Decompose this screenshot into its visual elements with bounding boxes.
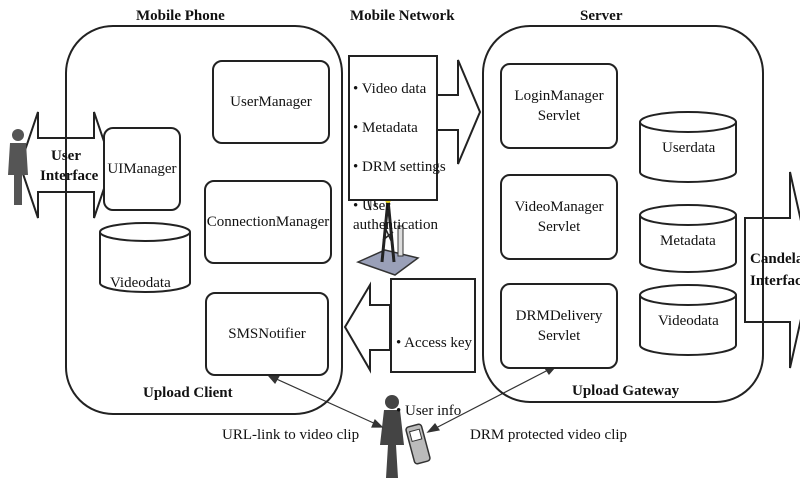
upload-items-list: • Video data • Metadata • DRM settings •… [353, 60, 446, 255]
mobile-network-header: Mobile Network [350, 8, 455, 24]
drm-delivery-label: DRMDelivery Servlet [515, 308, 603, 344]
user-manager-label: UserManager [230, 94, 312, 110]
candela-interface-label: Candela Interface [750, 251, 800, 289]
metadata-db-icon [639, 204, 737, 273]
server-header: Server [580, 8, 623, 24]
return-arrow-head [343, 281, 391, 374]
metadata-label: Metadata [660, 233, 716, 249]
user-manager-box: UserManager [212, 60, 330, 144]
mobile-phone-icon [405, 423, 431, 465]
user-person-icon [8, 129, 28, 205]
ui-manager-label: UIManager [107, 161, 177, 177]
ui-manager-box: UIManager [103, 127, 181, 211]
return-items-box [390, 278, 476, 373]
mobile-phone-container [65, 25, 343, 415]
upload-client-label: Upload Client [143, 385, 233, 401]
video-manager-label: VideoManager Servlet [514, 199, 604, 235]
server-videodata-db-icon [639, 284, 737, 356]
login-manager-box: LoginManager Servlet [500, 63, 618, 149]
drm-delivery-box: DRMDelivery Servlet [500, 283, 618, 369]
phone-videodata-label: Videodata [110, 275, 171, 291]
upload-item: • Video data [353, 80, 427, 97]
sms-notifier-box: SMSNotifier [205, 292, 329, 376]
connection-manager-box: ConnectionManager [204, 180, 332, 264]
userdata-db-icon [639, 111, 737, 183]
upload-gateway-label: Upload Gateway [572, 383, 680, 399]
server-videodata-label: Videodata [658, 313, 719, 329]
upload-arrow-head [436, 59, 482, 165]
phone-videodata-db-icon [99, 222, 191, 293]
server-container [482, 25, 764, 403]
drm-clip-label: DRM protected video clip [470, 427, 628, 443]
video-manager-box: VideoManager Servlet [500, 174, 618, 260]
candela-interface-arrow [744, 171, 800, 369]
sms-notifier-label: SMSNotifier [228, 326, 306, 342]
return-item: • User info [396, 403, 462, 419]
upload-item: • Metadata [353, 119, 418, 136]
return-items-list: • Access key • User info [396, 292, 472, 462]
mobile-phone-header: Mobile Phone [136, 8, 225, 24]
upload-item: • DRM settings [353, 158, 446, 175]
user-interface-label: User Interface [40, 148, 99, 184]
upload-items-box [348, 55, 438, 201]
upload-item: • User authentication [353, 197, 438, 234]
return-item: • Access key [396, 335, 473, 351]
login-manager-label: LoginManager Servlet [514, 88, 604, 124]
recipient-person-icon [380, 395, 404, 478]
url-link-label: URL-link to video clip [222, 427, 360, 443]
connection-manager-label: ConnectionManager [206, 214, 330, 230]
userdata-label: Userdata [662, 140, 716, 156]
